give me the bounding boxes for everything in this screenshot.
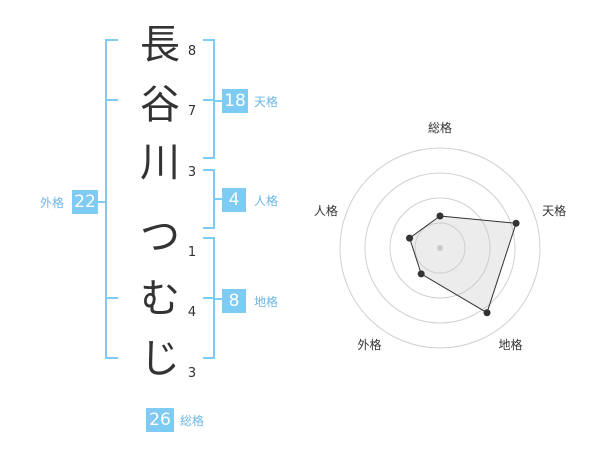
radar-axis-label: 天格 [542,203,567,218]
gaikaku-badge: 22 [72,190,98,214]
radar-ring [389,197,491,299]
radar-ring [414,222,466,274]
gaikaku-label: 外格 [40,196,65,210]
stroke-count: 8 [187,44,197,59]
radar-point [483,309,491,317]
soukaku-badge: 26 [146,408,174,432]
name-char: む [140,276,180,322]
chikaku-badge: 8 [222,289,246,313]
radar-point [436,212,444,220]
radar-ring [364,172,516,324]
radar-point [406,234,414,242]
soukaku-label: 総格 [180,414,205,428]
stroke-count: 7 [187,104,197,119]
name-char: じ [140,336,180,382]
radar-axis-label: 地格 [498,338,523,353]
radar-point [512,219,520,227]
radar-ring [339,147,541,349]
tenkaku-label: 天格 [254,95,279,109]
tenkaku-badge: 18 [222,89,248,113]
jinkaku-label: 人格 [254,194,279,208]
stroke-count: 3 [187,366,197,381]
gaikaku-bracket [105,39,118,359]
radar-axis-label: 外格 [357,338,382,353]
radar-point [417,270,425,278]
stroke-count: 4 [187,305,197,320]
name-char: 長 [140,22,180,68]
name-char: 谷 [140,82,180,128]
chikaku-label: 地格 [254,295,279,309]
radar-series-area [409,215,517,314]
name-char: つ [140,214,180,260]
radar-axis-label: 人格 [313,203,338,218]
stroke-count: 1 [187,245,197,260]
radar-axis-label: 総格 [427,121,452,135]
stroke-count: 3 [187,165,197,180]
name-char: 川 [140,140,180,186]
jinkaku-badge: 4 [222,188,246,212]
radar-center [437,245,443,251]
